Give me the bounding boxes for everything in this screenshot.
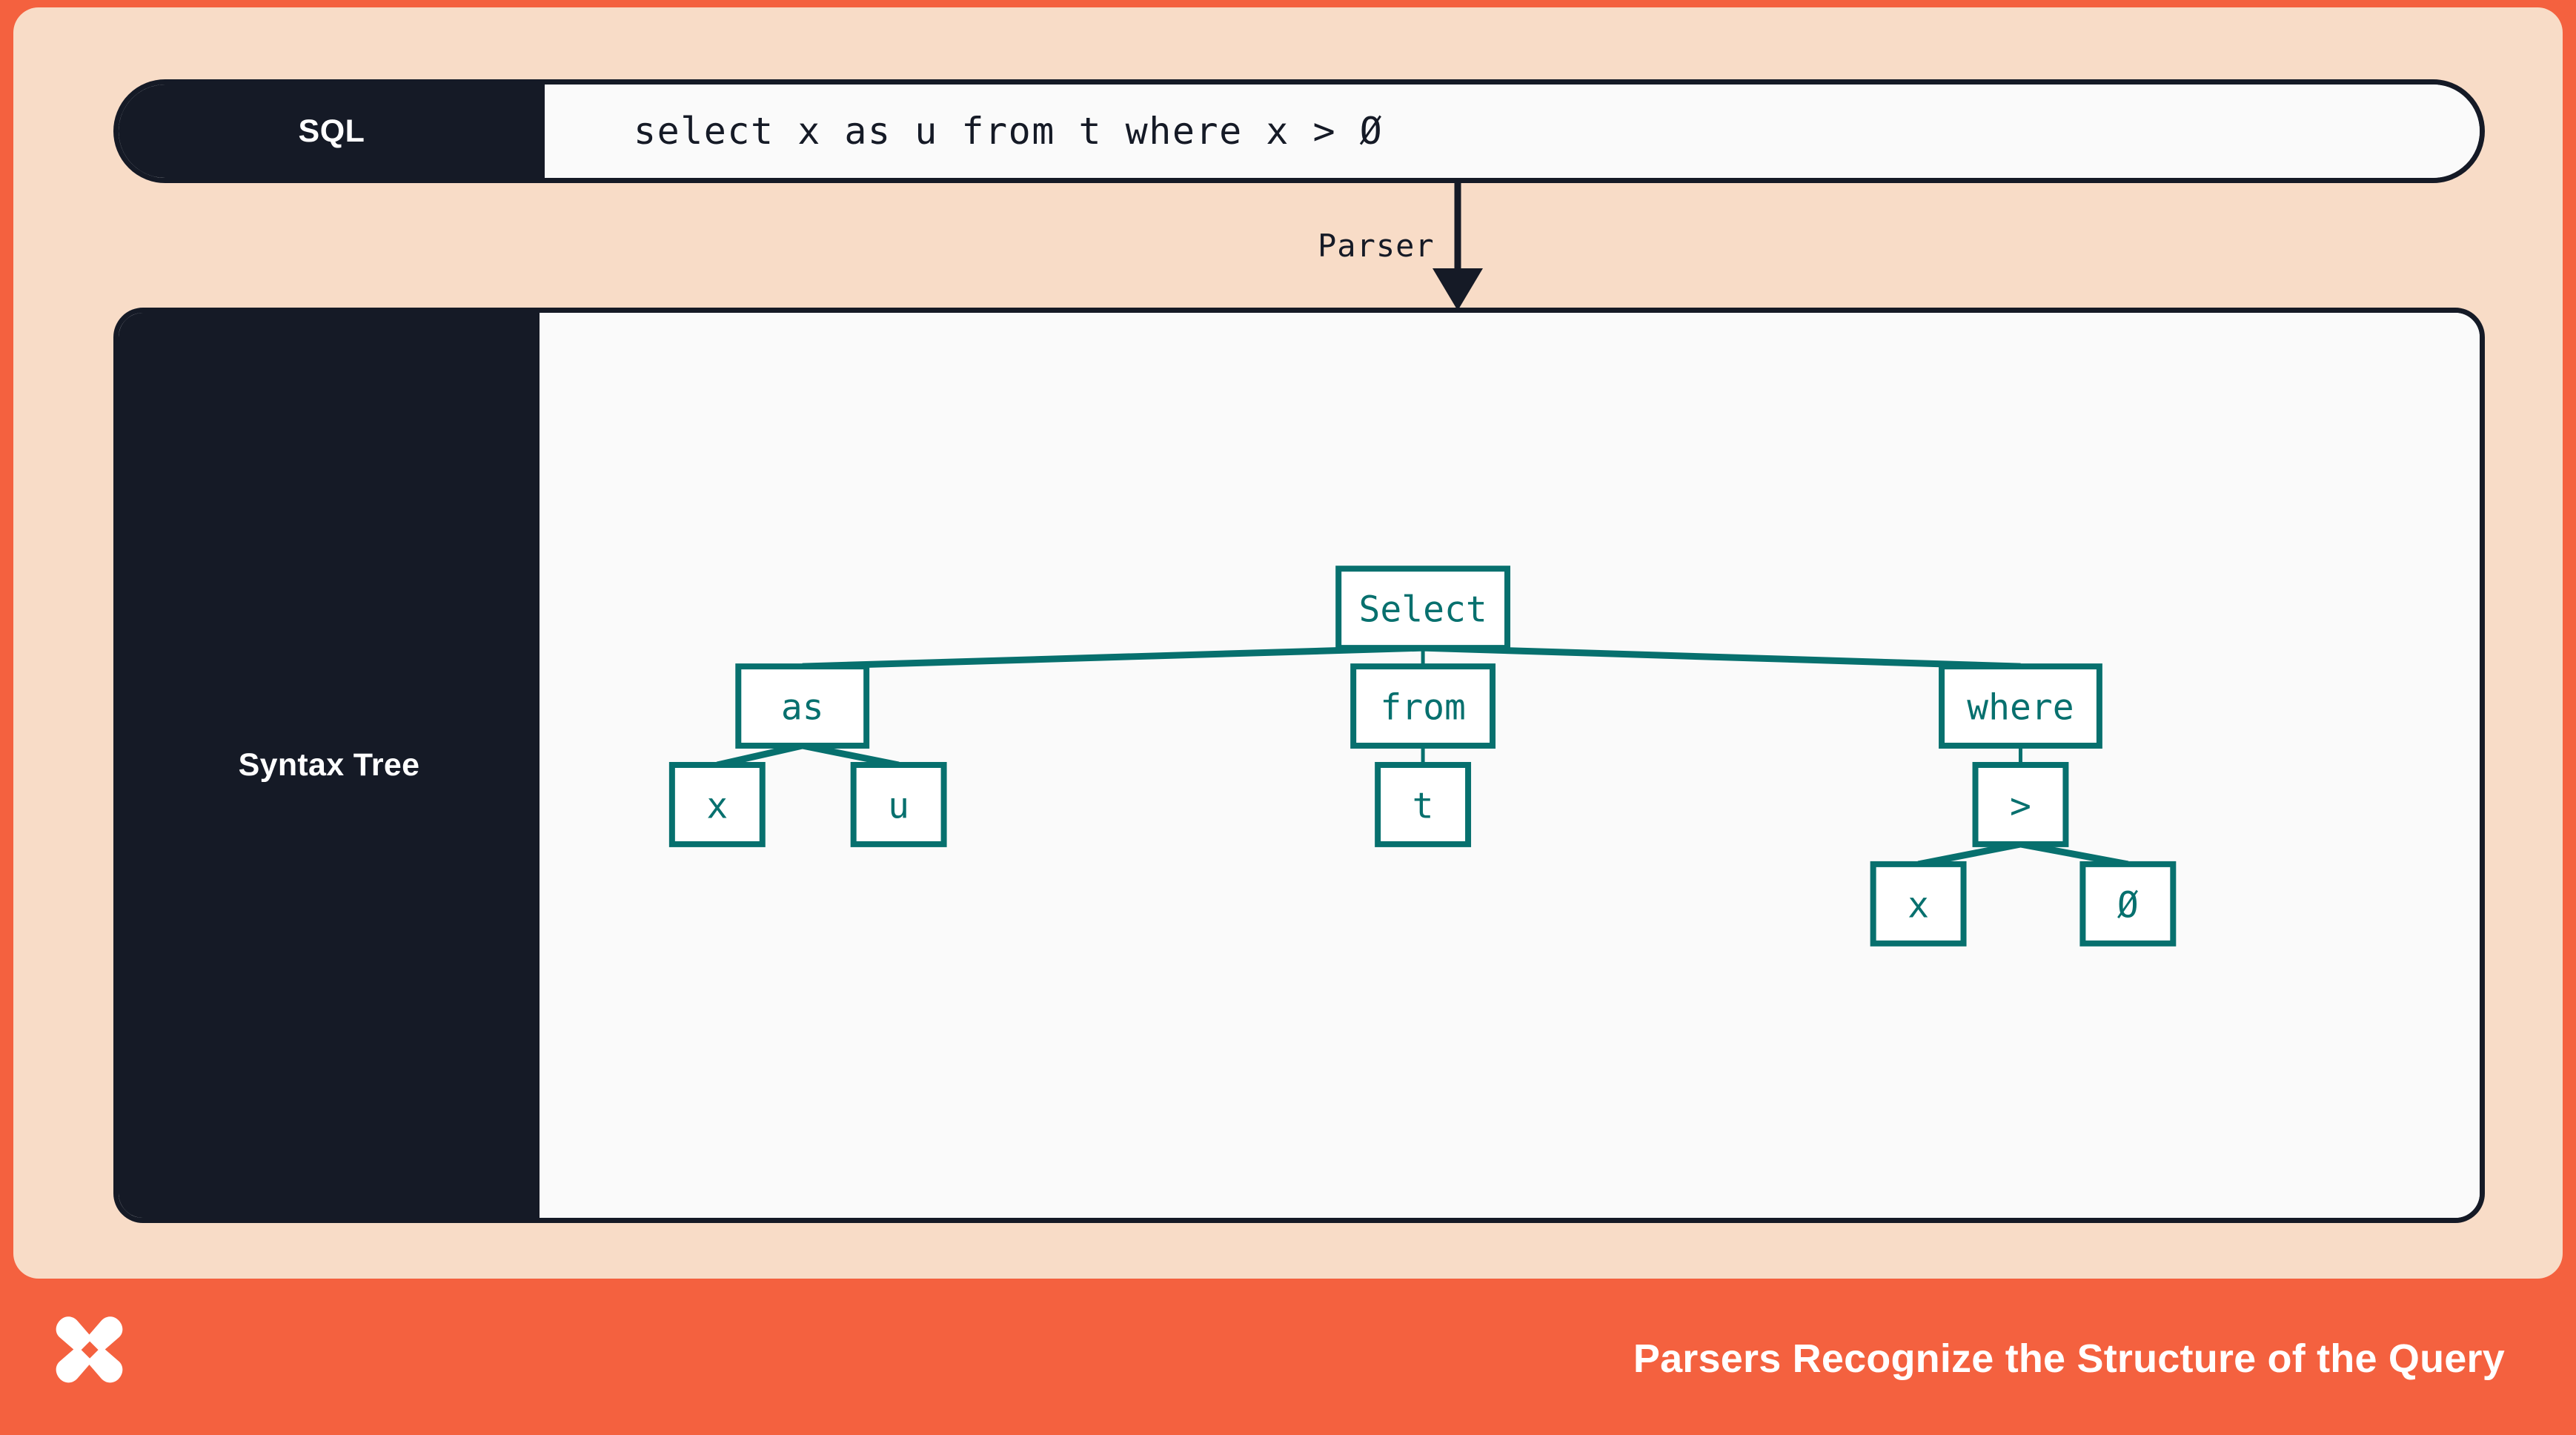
tree-node-label: t bbox=[1413, 785, 1434, 826]
tree-node-label: x bbox=[706, 785, 728, 826]
tree-node-box bbox=[1870, 861, 1967, 947]
tree-node-label: x bbox=[1908, 884, 1929, 926]
sql-label: SQL bbox=[298, 113, 365, 149]
tree-node[interactable]: t bbox=[1375, 762, 1472, 847]
tree-node-label: > bbox=[2010, 785, 2031, 826]
tree-node-label: as bbox=[781, 687, 824, 729]
tree-node-box bbox=[1350, 663, 1496, 749]
syntax-tree-label: Syntax Tree bbox=[238, 747, 420, 783]
sql-query-text: select x as u from t where x > Ø bbox=[634, 110, 1384, 153]
tree-edge bbox=[1422, 644, 2021, 670]
tree-node[interactable]: > bbox=[1972, 762, 2069, 847]
tree-node-box bbox=[668, 762, 766, 847]
tree-node[interactable]: Ø bbox=[2079, 861, 2177, 947]
tree-node[interactable]: x bbox=[1870, 861, 1967, 947]
tree-node-box bbox=[2079, 861, 2177, 947]
tree-node[interactable]: Select bbox=[1335, 566, 1510, 652]
tree-edge bbox=[2019, 841, 2129, 868]
footer-bar: Parsers Recognize the Structure of the Q… bbox=[0, 1279, 2576, 1435]
tree-node-box bbox=[1972, 762, 2069, 847]
sql-label-cell: SQL bbox=[119, 84, 545, 178]
tree-node-box bbox=[1335, 566, 1510, 652]
tree-node-box bbox=[1939, 663, 2102, 749]
content-card: SQL select x as u from t where x > Ø Par… bbox=[13, 7, 2563, 1279]
tree-node-box bbox=[850, 762, 947, 847]
tree-edge-layer bbox=[716, 644, 2129, 868]
tree-node[interactable]: from bbox=[1350, 663, 1496, 749]
tree-node-box bbox=[735, 663, 870, 749]
tree-node-label: u bbox=[888, 785, 909, 826]
parser-label: Parser bbox=[1318, 228, 1435, 264]
tree-node-box bbox=[1375, 762, 1472, 847]
tree-node-label: Ø bbox=[2117, 884, 2139, 926]
tree-node-label: where bbox=[1967, 687, 2074, 729]
tree-node[interactable]: where bbox=[1939, 663, 2102, 749]
tree-edge bbox=[1917, 841, 2022, 868]
syntax-tree-label-cell: Syntax Tree bbox=[119, 313, 540, 1218]
sql-row: SQL select x as u from t where x > Ø bbox=[113, 79, 2485, 183]
tree-node-label: from bbox=[1380, 687, 1465, 729]
sql-query-cell[interactable]: select x as u from t where x > Ø bbox=[545, 84, 2480, 178]
tree-node[interactable]: u bbox=[850, 762, 947, 847]
arrow-down-icon bbox=[1433, 183, 1483, 311]
tree-node[interactable]: x bbox=[668, 762, 766, 847]
tree-edge bbox=[801, 742, 900, 769]
tree-node[interactable]: as bbox=[735, 663, 870, 749]
tree-node-label: Select bbox=[1358, 589, 1487, 631]
tree-edge bbox=[716, 742, 803, 769]
x-mark-logo bbox=[56, 1316, 123, 1383]
footer-tagline: Parsers Recognize the Structure of the Q… bbox=[1633, 1336, 2505, 1381]
tree-edge bbox=[802, 644, 1424, 670]
